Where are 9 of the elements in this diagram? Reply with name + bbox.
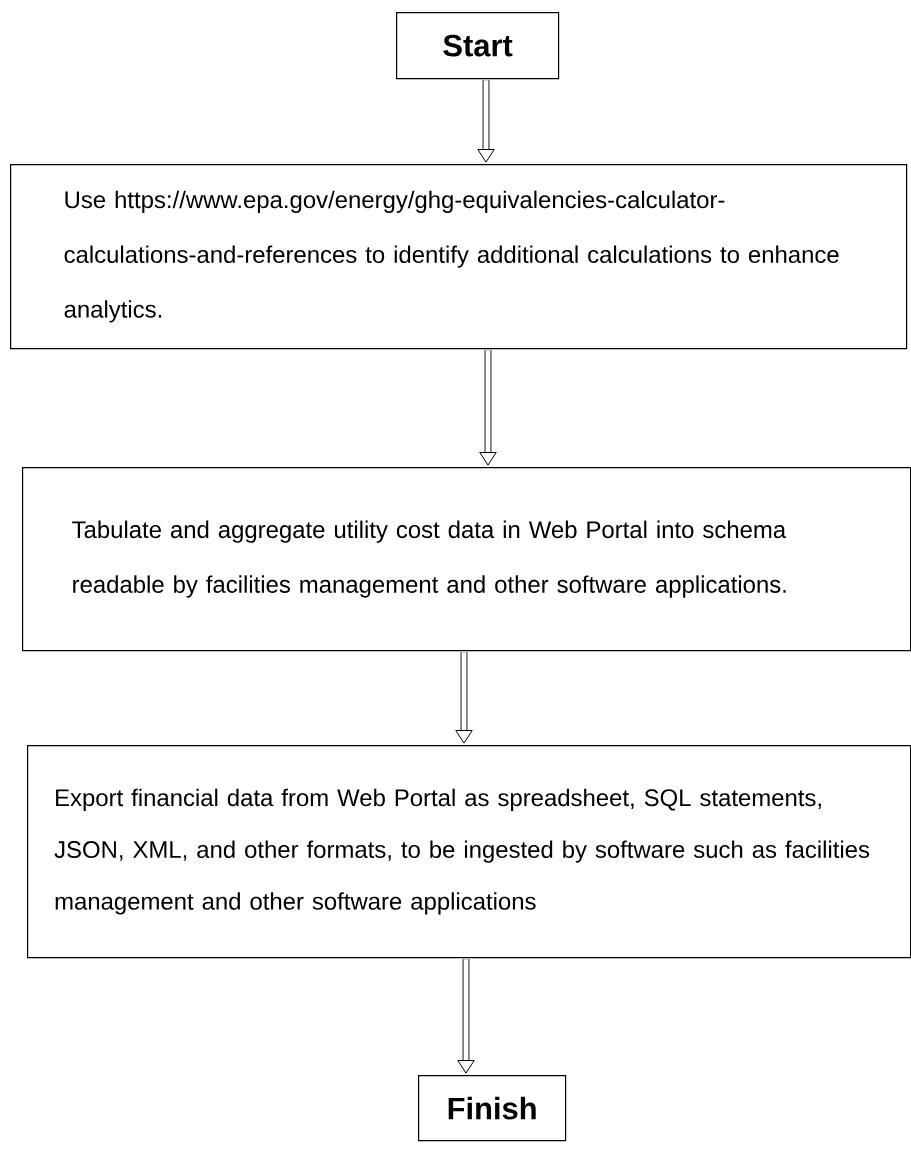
terminal-box: Start: [396, 12, 560, 80]
process-box: Tabulate and aggregate utility cost data in Web Portal into schema readable by facilities management and other software applications.: [22, 467, 911, 652]
arrow: [479, 350, 497, 466]
arrow: [477, 80, 495, 163]
terminal-box: Finish: [418, 1075, 567, 1142]
arrow: [455, 652, 473, 744]
arrow: [457, 959, 475, 1074]
process-box: Export financial data from Web Portal as spreadsheet, SQL statements, JSON, XML, and other formats, to be ingested by software such as facilities management and other software applications: [27, 745, 911, 959]
process-box: Use https://www.epa.gov/energy/ghg-equivalencies-calculator-calculations-and-references to identify additional calculations to enhance analytics.: [10, 164, 908, 350]
